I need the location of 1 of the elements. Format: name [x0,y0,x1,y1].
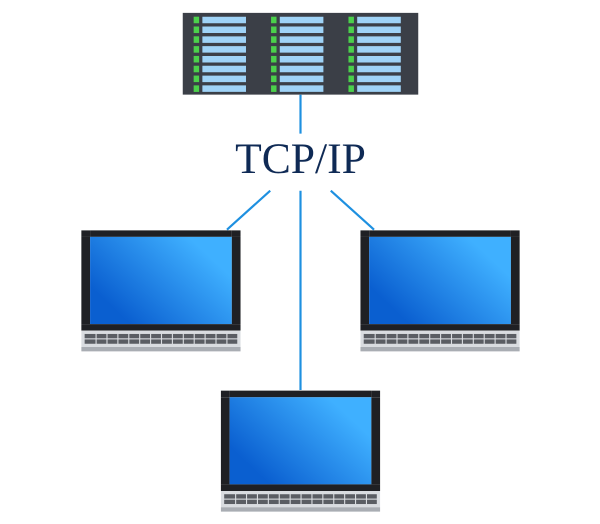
node-text: TCP/IP [234,135,366,184]
